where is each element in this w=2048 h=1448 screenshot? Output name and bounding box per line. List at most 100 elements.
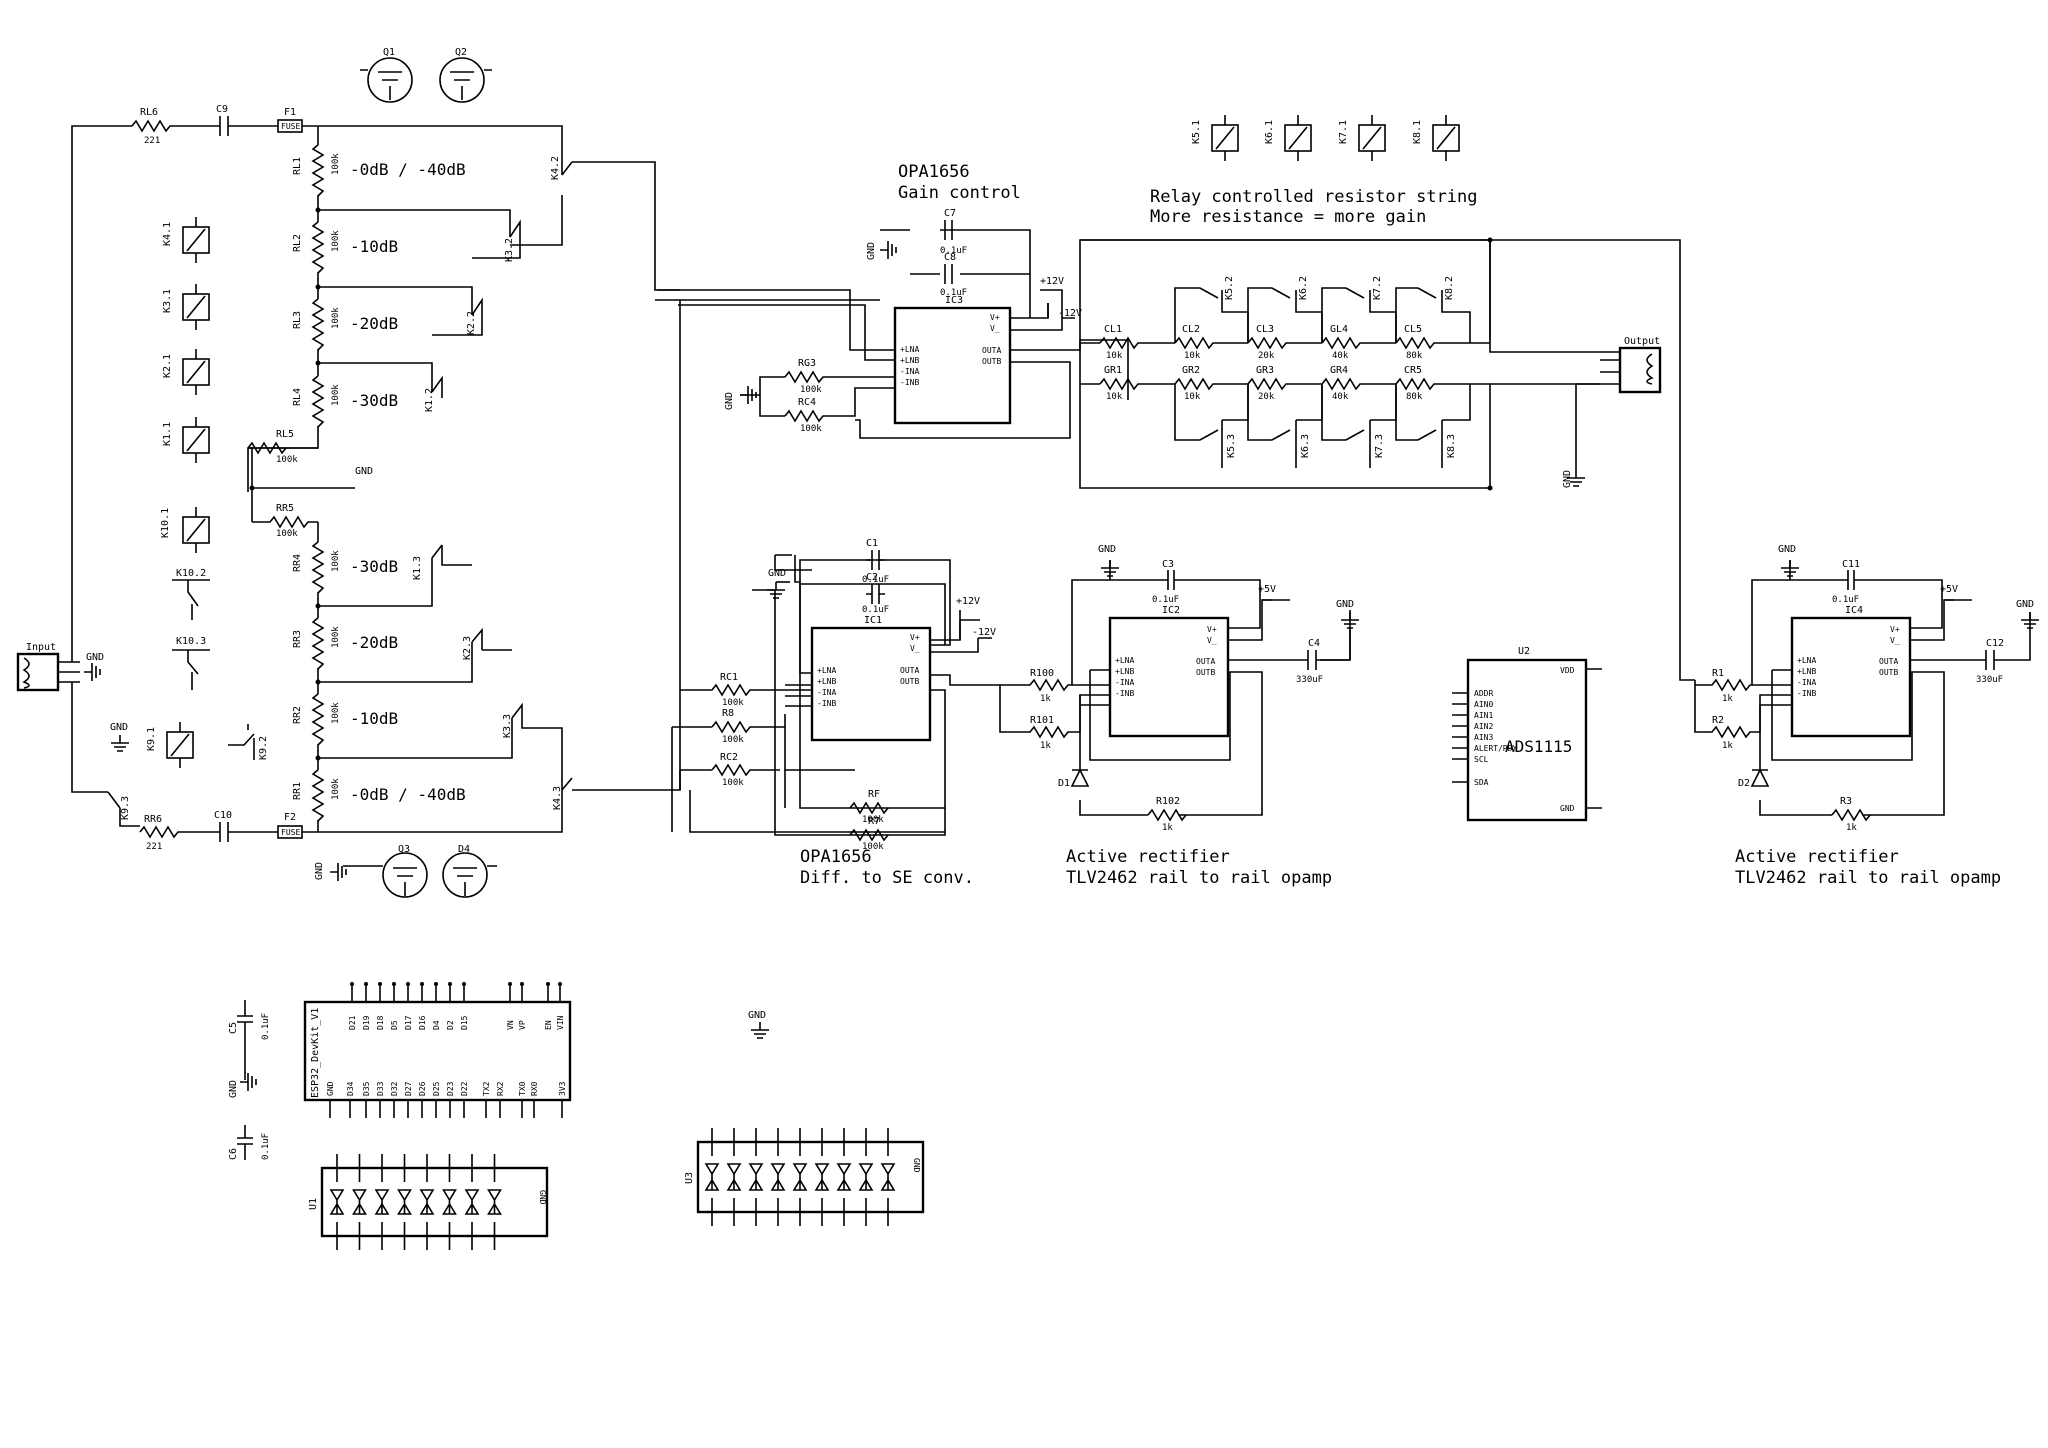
rl5-value: 100k [276,455,298,465]
gnd-c5: GND [228,1072,257,1098]
esp32-bottom-pin-label: 3V3 [558,1081,567,1096]
u3-driver-cells [704,1128,896,1226]
ic3-pin-ina: -INA [900,367,919,376]
esp32-pin-dot [508,982,512,986]
rc2-ref: RC2 [720,752,738,763]
ic1-pin-vp: V+ [910,633,920,642]
gnd-rg-label: GND [724,392,735,410]
driver-cell-symbol [464,1189,480,1215]
d2-ref: D2 [1738,778,1750,789]
string-frame [1079,237,1621,491]
ic2-pin-lna: +LNA [1115,656,1134,665]
resistor-rr6: RR6 221 [139,814,210,852]
string-note-1: Relay controlled resistor string [1150,187,1478,207]
transistor-d4: D4 [442,844,497,898]
k11-label: K1.1 [162,422,173,446]
esp32-pin-dot [520,982,524,986]
driver-cell-symbol [858,1163,874,1191]
k92-label: K9.2 [258,736,269,760]
esp32-bottom-pin-label: D32 [390,1081,399,1096]
c2-value: 0.1uF [862,605,889,615]
esp32-pin-dot [350,982,354,986]
r2-value: 1k [1722,741,1733,751]
r7-ref: R7 [868,816,880,827]
d4-label: D4 [458,844,470,855]
k83-label: K8.3 [1446,434,1457,458]
q2-label: Q2 [455,47,467,58]
transistor-q2: Q2 [439,47,492,103]
q3-label: Q3 [398,844,410,855]
relay-coil-k81: K8.1 [1412,114,1460,162]
u3-gnd: GND [912,1158,921,1173]
rr2-value: 100k [331,702,341,724]
r101-value: 1k [1040,741,1051,751]
resistor-rf: RF 100k [784,770,889,825]
resistor-rr5: RR5 100k [252,503,318,539]
rr1-level: -0dB / -40dB [350,785,466,804]
resistor-r1: R1 1k [1712,668,1733,704]
ic1-pin-lna: +LNA [817,666,836,675]
relay-switch-chain-left: K4.2 K3.2 K2.2 K1.2 [315,156,680,412]
adc-pin-alert: ALERT/RDY [1474,744,1518,753]
esp32-pin-dot [420,982,424,986]
k13-label: K1.3 [412,556,423,580]
adc-pin-ain0: AIN0 [1474,700,1493,709]
diode-d1: D1 [1058,768,1090,789]
supply-ic4: +5V [1940,584,1972,601]
esp32-pin-dot [462,982,466,986]
esp32-bottom-pin-label: D22 [460,1081,469,1096]
driver-cell-symbol [487,1189,502,1215]
rr4-value: 100k [331,550,341,572]
esp32-top-pin-label: D17 [404,1015,413,1030]
ic3-pin-lna: +LNA [900,345,919,354]
cl2-ref: CL2 [1182,324,1200,335]
resistor-r100: R100 1k [1030,668,1054,704]
adc-ref: U2 [1518,646,1530,657]
rl1-ref: RL1 [292,157,303,175]
esp32-top-pin-label: EN [544,1020,553,1030]
output-connector: Output GND [1562,336,1662,488]
input-gnd-label: GND [86,652,104,663]
c4-value: 330uF [1296,675,1323,685]
rl1-value: 100k [331,153,341,175]
rl2-value: 100k [331,230,341,252]
resistor-rl4: RL4 100k -30dB [292,375,398,428]
output-feed-wire [1080,239,1695,681]
resistor-r2: R2 1k [1712,715,1733,751]
k33-label: K3.3 [502,714,513,738]
gnd-k9-label: GND [110,722,128,733]
adc-vdd: VDD [1560,666,1575,675]
cl2-value: 10k [1184,351,1201,361]
k53-label: K5.3 [1226,434,1237,458]
resistor-rc1: RC1 100k [680,672,812,708]
esp32-module: ESP32_DevKit_V1 [303,1000,572,1102]
cr5-ref: CR5 [1404,365,1422,376]
cl5-ref: CL5 [1404,324,1422,335]
resistor-rr1: RR1 100k -0dB / -40dB [292,769,466,822]
gnd-u3-top: GND [748,1010,770,1039]
rr1-value: 100k [331,778,341,800]
esp32-top-pin-label: D18 [376,1015,385,1030]
relay-contact-k93: K9.3 [107,791,140,827]
gnd-c4-label: GND [1336,599,1354,610]
cl1-value: 10k [1106,351,1123,361]
rl3-ref: RL3 [292,311,303,329]
capacitor-c8: C8 0.1uF [940,252,967,298]
ic2-pin-ina: -INA [1115,678,1134,687]
c3-ref: C3 [1162,559,1174,570]
c8-ref: C8 [944,252,956,263]
relay-switch-chain-right: K1.3 K2.3 K3.3 K4.3 [315,544,681,810]
rl2-level: -10dB [350,237,398,256]
gl4-value: 40k [1332,351,1349,361]
r8-value: 100k [722,735,744,745]
capacitor-c9: C9 [210,104,278,136]
r1-value: 1k [1722,694,1733,704]
k71-label: K7.1 [1338,120,1349,144]
resistor-rl6: RL6 221 [131,107,210,146]
rr3-ref: RR3 [292,630,303,648]
u1-driver-cells [329,1154,502,1250]
transistor-q3: Q3 [343,844,428,898]
supply-ic3: +12V -12V [1040,276,1082,319]
fuse-f1: FUSE F1 [277,107,563,175]
supply-ic1: +12V -12V [956,596,996,640]
